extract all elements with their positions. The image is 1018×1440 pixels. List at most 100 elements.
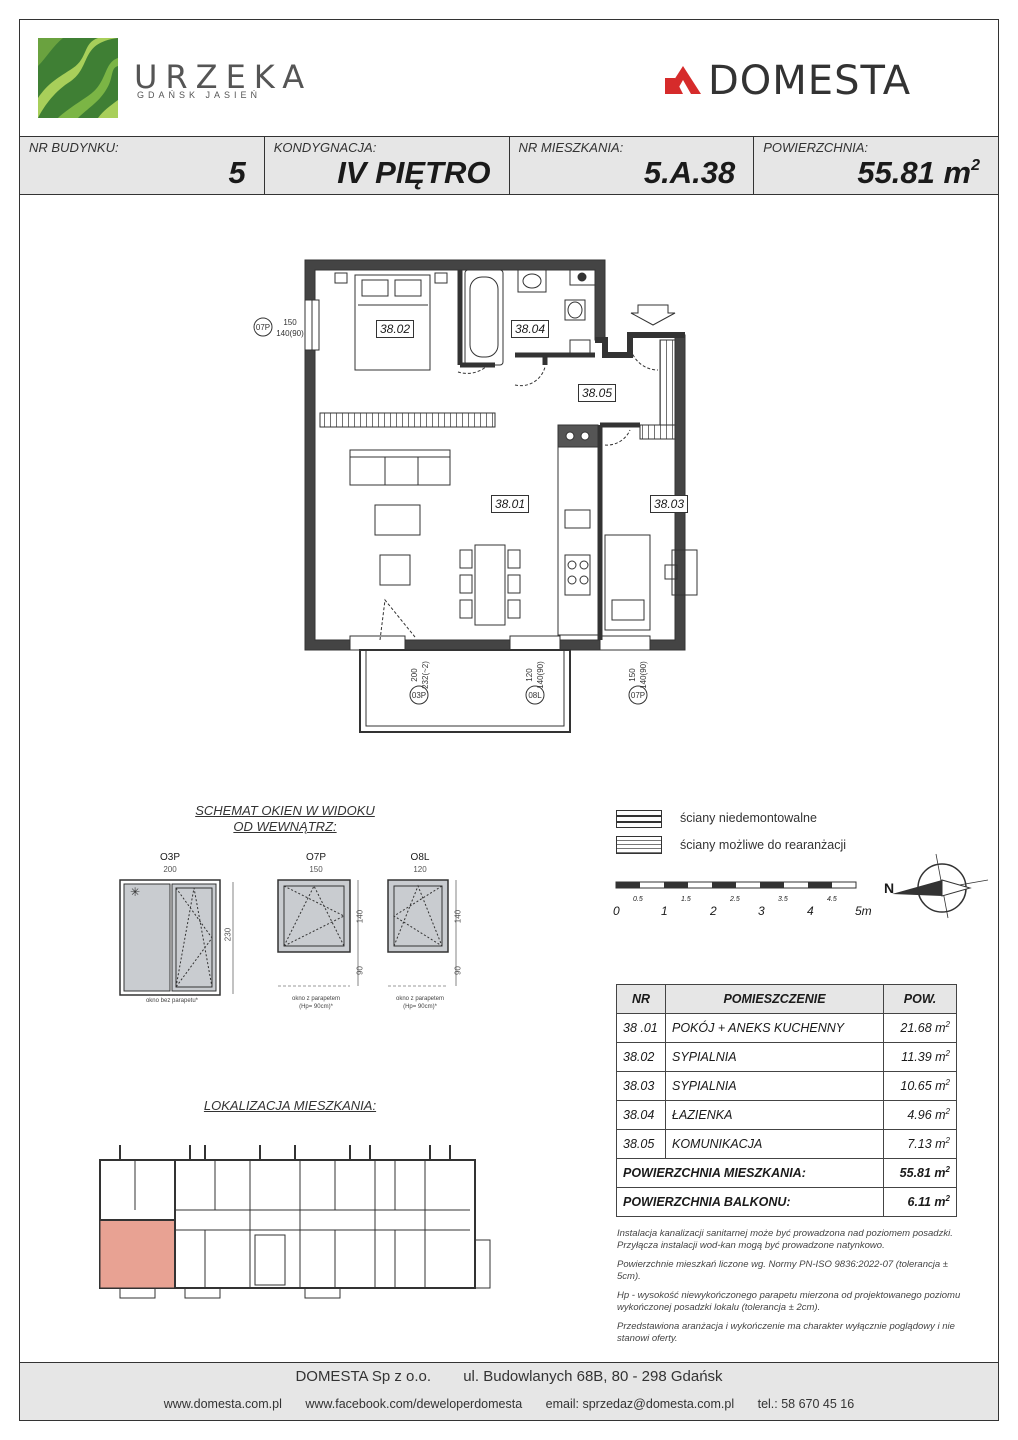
building-cell: NR BUDYNKU: 5	[20, 137, 265, 194]
sum-apartment-value: 55.81 m2	[883, 1158, 957, 1188]
room-tag-38-05: 38.05	[578, 384, 617, 402]
window-width-o7p: 150	[309, 865, 323, 874]
table-row: 38.04 ŁAZIENKA 4.96 m2	[616, 1100, 957, 1130]
window-height-o7p: 140	[355, 909, 365, 924]
building-value: 5	[228, 155, 246, 190]
footer-website-link[interactable]: www.domesta.com.pl	[163, 1397, 282, 1411]
row-room: POKÓJ + ANEKS KUCHENNY	[665, 1013, 884, 1043]
table-row: 38.02 SYPIALNIA 11.39 m2	[616, 1042, 957, 1072]
svg-text:✳: ✳	[130, 885, 140, 899]
row-area-value: 11.39 m	[901, 1050, 946, 1065]
tag-window-kitchen: 08L	[528, 691, 542, 700]
area-unit-sup: 2	[971, 157, 980, 174]
dim-left-2: 140(90)	[276, 329, 304, 338]
room-tag-38-03: 38.03	[650, 495, 689, 513]
window-height-o8l: 140	[453, 909, 463, 924]
sum-balcony-sup: 2	[945, 1194, 950, 1204]
footer-phone: tel.: 58 670 45 16	[757, 1397, 855, 1411]
footer-email-link[interactable]: email: sprzedaz@domesta.com.pl	[545, 1397, 735, 1411]
scale-bar	[615, 881, 857, 889]
brand-name: URZEKA	[134, 58, 313, 96]
table-row: 38.03 SYPIALNIA 10.65 m2	[616, 1071, 957, 1101]
header-area: POW.	[883, 984, 957, 1014]
row-area-value: 4.96 m	[907, 1108, 946, 1123]
schema-title-line1: SCHEMAT OKIEN W WIDOKU	[195, 803, 375, 818]
sum-balcony-label: POWIERZCHNIA BALKONU:	[616, 1187, 884, 1217]
header-room: POMIESZCZENIE	[665, 984, 884, 1014]
window-sill-o8l: 90	[453, 966, 463, 975]
floor-cell: KONDYGNACJA: IV PIĘTRO	[265, 137, 510, 194]
note-2: Powierzchnie mieszkań liczone wg. Normy …	[617, 1259, 948, 1282]
table-row: 38 .01 POKÓJ + ANEKS KUCHENNY 21.68 m2	[616, 1013, 957, 1043]
scale-25: 2.5	[730, 896, 740, 903]
dim-bedroom-1: 150	[628, 668, 637, 682]
scale-5: 5m	[855, 904, 872, 918]
legend-walls-movable: ściany możliwe do rearanżacji	[680, 838, 847, 852]
row-area-sup: 2	[945, 1049, 950, 1059]
dim-balcony-1: 200	[410, 668, 419, 682]
tag-window-balcony: 03P	[412, 691, 426, 700]
scale-15: 1.5	[681, 896, 691, 903]
row-area-value: 21.68 m	[900, 1021, 946, 1036]
header-nr: NR	[616, 984, 666, 1014]
area-cell: POWIERZCHNIA: 55.81 m2	[754, 137, 998, 194]
area-label: POWIERZCHNIA:	[763, 140, 868, 155]
window-o8l-drawing	[387, 879, 457, 987]
row-nr: 38.05	[616, 1129, 666, 1159]
area-value-number: 55.81 m	[857, 155, 972, 190]
row-nr: 38.04	[616, 1100, 666, 1130]
window-width-o3p: 200	[163, 865, 177, 874]
row-area-value: 10.65 m	[900, 1079, 946, 1094]
window-height-o3p: 230	[223, 927, 233, 942]
dim-bedroom-2: 140(90)	[639, 661, 648, 689]
sum-apartment-label: POWIERZCHNIA MIESZKANIA:	[616, 1158, 884, 1188]
footer-facebook-link[interactable]: www.facebook.com/deweloperdomesta	[305, 1397, 523, 1411]
dim-kitchen-2: 140(90)	[536, 661, 545, 689]
sum-apartment-number: 55.81 m	[899, 1166, 946, 1181]
sum-apartment-sup: 2	[945, 1165, 950, 1175]
row-room: ŁAZIENKA	[665, 1100, 884, 1130]
footer-contact-line: www.domesta.com.pl www.facebook.com/dewe…	[20, 1397, 998, 1411]
location-key-plan	[99, 1145, 491, 1299]
developer-name: DOMESTA	[708, 58, 912, 104]
window-code-o7p: O7P	[305, 852, 326, 863]
window-note1-o8l: okno z parapetem	[395, 996, 445, 1002]
window-code-o3p: O3P	[159, 852, 180, 863]
footer: DOMESTA Sp z o.o. ul. Budowlanych 68B, 8…	[20, 1362, 998, 1420]
window-note1-o7p: okno z parapetem	[291, 996, 341, 1002]
row-area-sup: 2	[945, 1020, 950, 1030]
domesta-logo-icon	[665, 66, 701, 94]
urzeka-logo-icon	[38, 38, 118, 118]
window-note-o3p: okno bez parapetu*	[145, 998, 199, 1004]
legend-swatch-fixed	[616, 810, 662, 828]
footer-company-line: DOMESTA Sp z o.o. ul. Budowlanych 68B, 8…	[20, 1368, 998, 1385]
table-header-row: NR POMIESZCZENIE POW.	[616, 984, 957, 1014]
apartment-value: 5.A.38	[643, 155, 736, 190]
note-4: Przedstawiona aranżacja i wykończenie ma…	[617, 1321, 955, 1344]
scale-05: 0.5	[633, 896, 643, 903]
tag-window-left: 07P	[256, 323, 270, 332]
window-o3p-drawing: ✳	[119, 879, 234, 996]
row-area: 7.13 m2	[883, 1129, 957, 1159]
note-1: Instalacja kanalizacji sanitarnej może b…	[617, 1228, 953, 1251]
legend-walls-fixed: ściany niedemontowalne	[680, 811, 817, 825]
window-sill-o7p: 90	[355, 966, 365, 975]
row-area-sup: 2	[945, 1107, 950, 1117]
dim-left-1: 150	[283, 318, 297, 327]
row-area-sup: 2	[945, 1136, 950, 1146]
scale-3: 3	[758, 904, 765, 918]
row-nr: 38 .01	[616, 1013, 666, 1043]
window-o7p-drawing	[277, 879, 359, 987]
row-room: SYPIALNIA	[665, 1042, 884, 1072]
row-area-sup: 2	[945, 1078, 950, 1088]
brand-subtitle: GDAŃSK JASIEŃ	[137, 90, 262, 100]
floor-label: KONDYGNACJA:	[273, 140, 377, 155]
row-nr: 38.03	[616, 1071, 666, 1101]
row-area: 21.68 m2	[883, 1013, 957, 1043]
rooms-table: NR POMIESZCZENIE POW. 38 .01 POKÓJ + ANE…	[616, 984, 957, 1217]
room-tag-38-01: 38.01	[491, 495, 530, 513]
apartment-cell: NR MIESZKANIA: 5.A.38	[510, 137, 755, 194]
sum-balcony-number: 6.11 m	[907, 1195, 946, 1210]
schema-title-line2: OD WEWNĄTRZ:	[233, 819, 337, 834]
sum-balcony-row: POWIERZCHNIA BALKONU: 6.11 m2	[616, 1187, 957, 1217]
